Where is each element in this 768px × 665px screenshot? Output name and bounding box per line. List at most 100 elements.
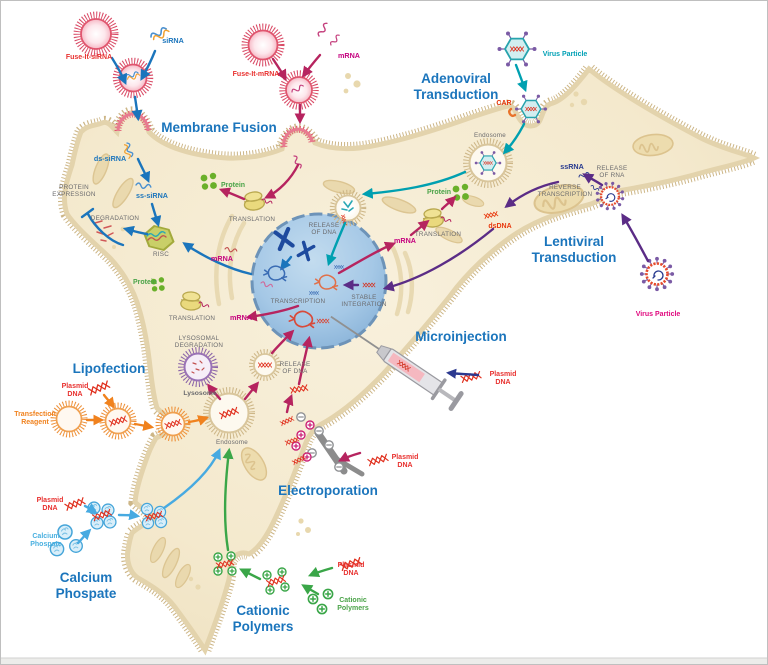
- label-transfection-reagent-2: Reagent: [21, 419, 49, 426]
- label-lysosome: Lysosome: [183, 390, 217, 397]
- chromosome-to-plasmid-arrow: [280, 255, 293, 271]
- transfection-reagent-liposome: [50, 400, 88, 438]
- label-mrna-risc: mRNA: [211, 254, 233, 263]
- label-plasmid-dna-mi-2: DNA: [495, 379, 510, 386]
- label-ds-sirna: ds-siRNA: [94, 154, 126, 163]
- label-stable-integration-1: STABLE: [351, 294, 376, 301]
- degraded-mrna-fragments: [94, 220, 114, 242]
- fuse-it-sirna-liposome: [73, 11, 119, 57]
- endosome-lipofection: [203, 387, 255, 439]
- label-stable-integration-2: INTEGRATION: [341, 301, 387, 308]
- label-release-of-dna-top-1: RELEASE: [309, 222, 340, 229]
- mrna-pathway-arrows: [207, 53, 457, 462]
- vesicle-dots: [112, 73, 588, 590]
- needle: [330, 315, 380, 350]
- label-plasmid-dna-lipo-2: DNA: [67, 391, 82, 398]
- label-mrna-left: mRNA: [230, 313, 252, 322]
- syringe: [330, 315, 464, 411]
- lipoplex: [99, 402, 137, 440]
- label-plasmid-dna-lipo-1: Plasmid: [62, 383, 89, 390]
- bottom-strip: [1, 658, 767, 664]
- label-release-of-dna-bot-2: OF DNA: [282, 368, 308, 375]
- heading-microinjection: Microinjection: [415, 329, 507, 344]
- label-plasmid-dna-ca-2: DNA: [42, 505, 57, 512]
- label-car: CAR: [496, 100, 511, 107]
- label-virus-particle-lenti: Virus Particle: [636, 311, 681, 318]
- heading-lipofection: Lipofection: [73, 361, 146, 376]
- label-protein-right: Protein: [427, 189, 451, 196]
- label-fuse-it-mrna: Fuse-It-mRNA: [233, 71, 280, 78]
- heading-calcium-2: Phospate: [56, 586, 117, 601]
- label-dsdna: dsDNA: [488, 223, 511, 230]
- label-ssrna: ssRNA: [560, 162, 584, 171]
- microinjection-arrow: [445, 368, 480, 379]
- heading-adenoviral-1: Adenoviral: [421, 71, 491, 86]
- label-protein-expression-1: PROTEIN: [59, 184, 89, 191]
- inhibition-bar: [80, 207, 95, 219]
- label-release-of-rna-2: OF RNA: [599, 172, 625, 179]
- fuse-it-mrna-liposome: [241, 23, 285, 67]
- label-calcium-phospate-2: Phospate: [30, 541, 62, 548]
- heading-adenoviral-2: Transduction: [414, 87, 499, 102]
- er-arc: [214, 213, 247, 307]
- label-protein-left: Protein: [133, 279, 157, 286]
- lipofection-arrows: [85, 393, 210, 431]
- heading-electroporation: Electroporation: [278, 483, 378, 498]
- label-transfection-reagent-1: Transfection: [14, 411, 56, 418]
- lipoplex-at-membrane: [155, 406, 191, 442]
- label-release-of-dna-bot-1: RELEASE: [280, 361, 311, 368]
- ribosome: [179, 290, 203, 312]
- plunger-rod: [437, 387, 457, 403]
- label-virus-particle-adeno: Virus Particle: [543, 51, 588, 58]
- label-cationic-polymers-2: Polymers: [337, 605, 369, 612]
- heading-cationic-2: Polymers: [233, 619, 294, 634]
- label-plasmid-dna-cat-1: Plasmid: [338, 562, 365, 569]
- label-calcium-phospate-1: Calcium: [32, 533, 59, 540]
- label-plasmid-dna-mi-1: Plasmid: [490, 371, 517, 378]
- label-mrna-free: mRNA: [338, 51, 360, 60]
- heading-lentiviral-1: Lentiviral: [544, 234, 604, 249]
- label-transcription: TRANSCRIPTION: [271, 298, 326, 305]
- label-translation-left: TRANSLATION: [169, 315, 216, 322]
- vesicle-bursting-at-nucleus: [329, 189, 367, 227]
- adenoviral-pathway-arrows: [326, 63, 528, 267]
- car-receptor: [508, 107, 517, 117]
- label-reverse-transcription-2: TRANSCRIPTION: [538, 191, 593, 198]
- label-fuse-it-sirna: Fuse-It-siRNA: [66, 54, 112, 61]
- label-protein-top: Protein: [221, 182, 245, 189]
- label-cationic-polymers-1: Cationic: [339, 597, 367, 604]
- label-endosome-right: Endosome: [474, 132, 506, 139]
- lysosome: [178, 347, 218, 387]
- lentiviral-pathway-arrows: [342, 173, 650, 292]
- label-plasmid-dna-ep-1: Plasmid: [392, 454, 419, 461]
- heading-cationic-1: Cationic: [236, 603, 290, 618]
- endosome-releasing-dna: [249, 349, 281, 381]
- label-lysosomal-degradation-1: LYSOSOMAL: [179, 335, 220, 342]
- label-mrna-right: mRNA: [394, 236, 416, 245]
- label-plasmid-dna-cat-2: DNA: [343, 570, 358, 577]
- organelles: [89, 73, 675, 591]
- heading-calcium-1: Calcium: [60, 570, 113, 585]
- heading-lentiviral-2: Transduction: [532, 250, 617, 265]
- er-arc: [390, 245, 415, 317]
- label-translation-top: TRANSLATION: [229, 216, 276, 223]
- fusion-site-mrna: [280, 125, 316, 148]
- labels: Membrane Fusion Adenoviral Transduction …: [14, 36, 680, 634]
- calcium-phosphate-arrows: [76, 447, 221, 545]
- label-sirna: siRNA: [162, 36, 184, 45]
- heading-membrane-fusion: Membrane Fusion: [161, 120, 277, 135]
- label-release-of-dna-top-2: OF DNA: [311, 229, 337, 236]
- cationic-polymer-arrows: [222, 447, 334, 596]
- label-ss-sirna: ss-siRNA: [136, 191, 168, 200]
- label-lysosomal-degradation-2: DEGRADATION: [175, 342, 224, 349]
- label-degradation: DEGRADATION: [91, 215, 140, 222]
- label-plasmid-dna-ca-1: Plasmid: [37, 497, 64, 504]
- endosome-adenoviral: [463, 138, 513, 188]
- label-release-of-rna-1: RELEASE: [597, 165, 628, 172]
- plunger-handle: [448, 391, 464, 411]
- sirna-pathway-arrows: [80, 49, 253, 276]
- label-translation-right: TRANSLATION: [415, 231, 462, 238]
- label-protein-expression-2: EXPRESSION: [52, 191, 96, 198]
- label-endosome-left: Endosome: [216, 439, 248, 446]
